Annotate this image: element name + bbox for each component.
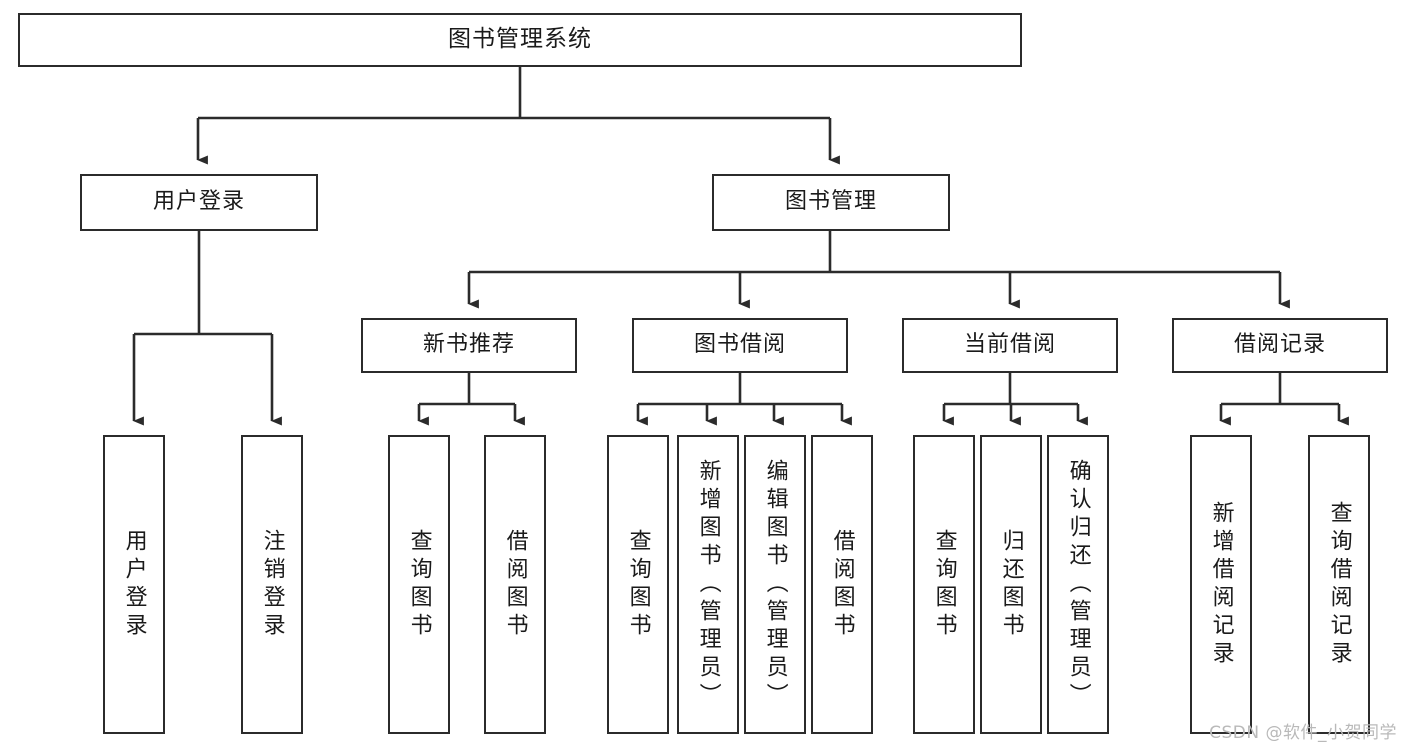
node-root-system[interactable]: 图书管理系统 bbox=[18, 13, 1022, 67]
node-current-borrow[interactable]: 当前借阅 bbox=[902, 318, 1118, 373]
node-label: 归还图书 bbox=[998, 528, 1024, 641]
node-label: 借阅图书 bbox=[502, 528, 528, 641]
leaf-user-login[interactable]: 用户登录 bbox=[103, 435, 165, 734]
leaf-borrow-book-new[interactable]: 借阅图书 bbox=[484, 435, 546, 734]
leaf-return-book[interactable]: 归还图书 bbox=[980, 435, 1042, 734]
node-label: 编辑图书（管理员） bbox=[762, 458, 788, 711]
node-label: 注销登录 bbox=[259, 528, 285, 641]
leaf-add-borrow-record[interactable]: 新增借阅记录 bbox=[1190, 435, 1252, 734]
node-book-borrow[interactable]: 图书借阅 bbox=[632, 318, 848, 373]
leaf-query-book-borrow[interactable]: 查询图书 bbox=[607, 435, 669, 734]
node-label: 用户登录 bbox=[152, 189, 245, 215]
node-label: 查询借阅记录 bbox=[1326, 500, 1352, 669]
node-borrow-record[interactable]: 借阅记录 bbox=[1172, 318, 1388, 373]
node-label: 确认归还（管理员） bbox=[1065, 458, 1091, 711]
node-new-book-recommend[interactable]: 新书推荐 bbox=[361, 318, 577, 373]
node-book-manage[interactable]: 图书管理 bbox=[712, 174, 950, 231]
node-label: 新增借阅记录 bbox=[1208, 500, 1234, 669]
leaf-logout[interactable]: 注销登录 bbox=[241, 435, 303, 734]
node-label: 借阅图书 bbox=[829, 528, 855, 641]
node-label: 图书管理 bbox=[784, 189, 877, 215]
leaf-borrow-book[interactable]: 借阅图书 bbox=[811, 435, 873, 734]
leaf-query-borrow-record[interactable]: 查询借阅记录 bbox=[1308, 435, 1370, 734]
node-label: 图书管理系统 bbox=[448, 26, 592, 53]
watermark-text: CSDN @软件_小贺同学 bbox=[1209, 723, 1397, 743]
node-label: 新书推荐 bbox=[422, 332, 515, 358]
leaf-confirm-return-admin[interactable]: 确认归还（管理员） bbox=[1047, 435, 1109, 734]
leaf-query-book-new[interactable]: 查询图书 bbox=[388, 435, 450, 734]
node-user-login[interactable]: 用户登录 bbox=[80, 174, 318, 231]
node-label: 图书借阅 bbox=[693, 332, 786, 358]
node-label: 当前借阅 bbox=[963, 332, 1056, 358]
leaf-add-book-admin[interactable]: 新增图书（管理员） bbox=[677, 435, 739, 734]
leaf-edit-book-admin[interactable]: 编辑图书（管理员） bbox=[744, 435, 806, 734]
node-label: 查询图书 bbox=[625, 528, 651, 641]
leaf-query-book-current[interactable]: 查询图书 bbox=[913, 435, 975, 734]
node-label: 用户登录 bbox=[121, 528, 147, 641]
node-label: 查询图书 bbox=[931, 528, 957, 641]
node-label: 查询图书 bbox=[406, 528, 432, 641]
node-label: 新增图书（管理员） bbox=[695, 458, 721, 711]
node-label: 借阅记录 bbox=[1233, 332, 1326, 358]
